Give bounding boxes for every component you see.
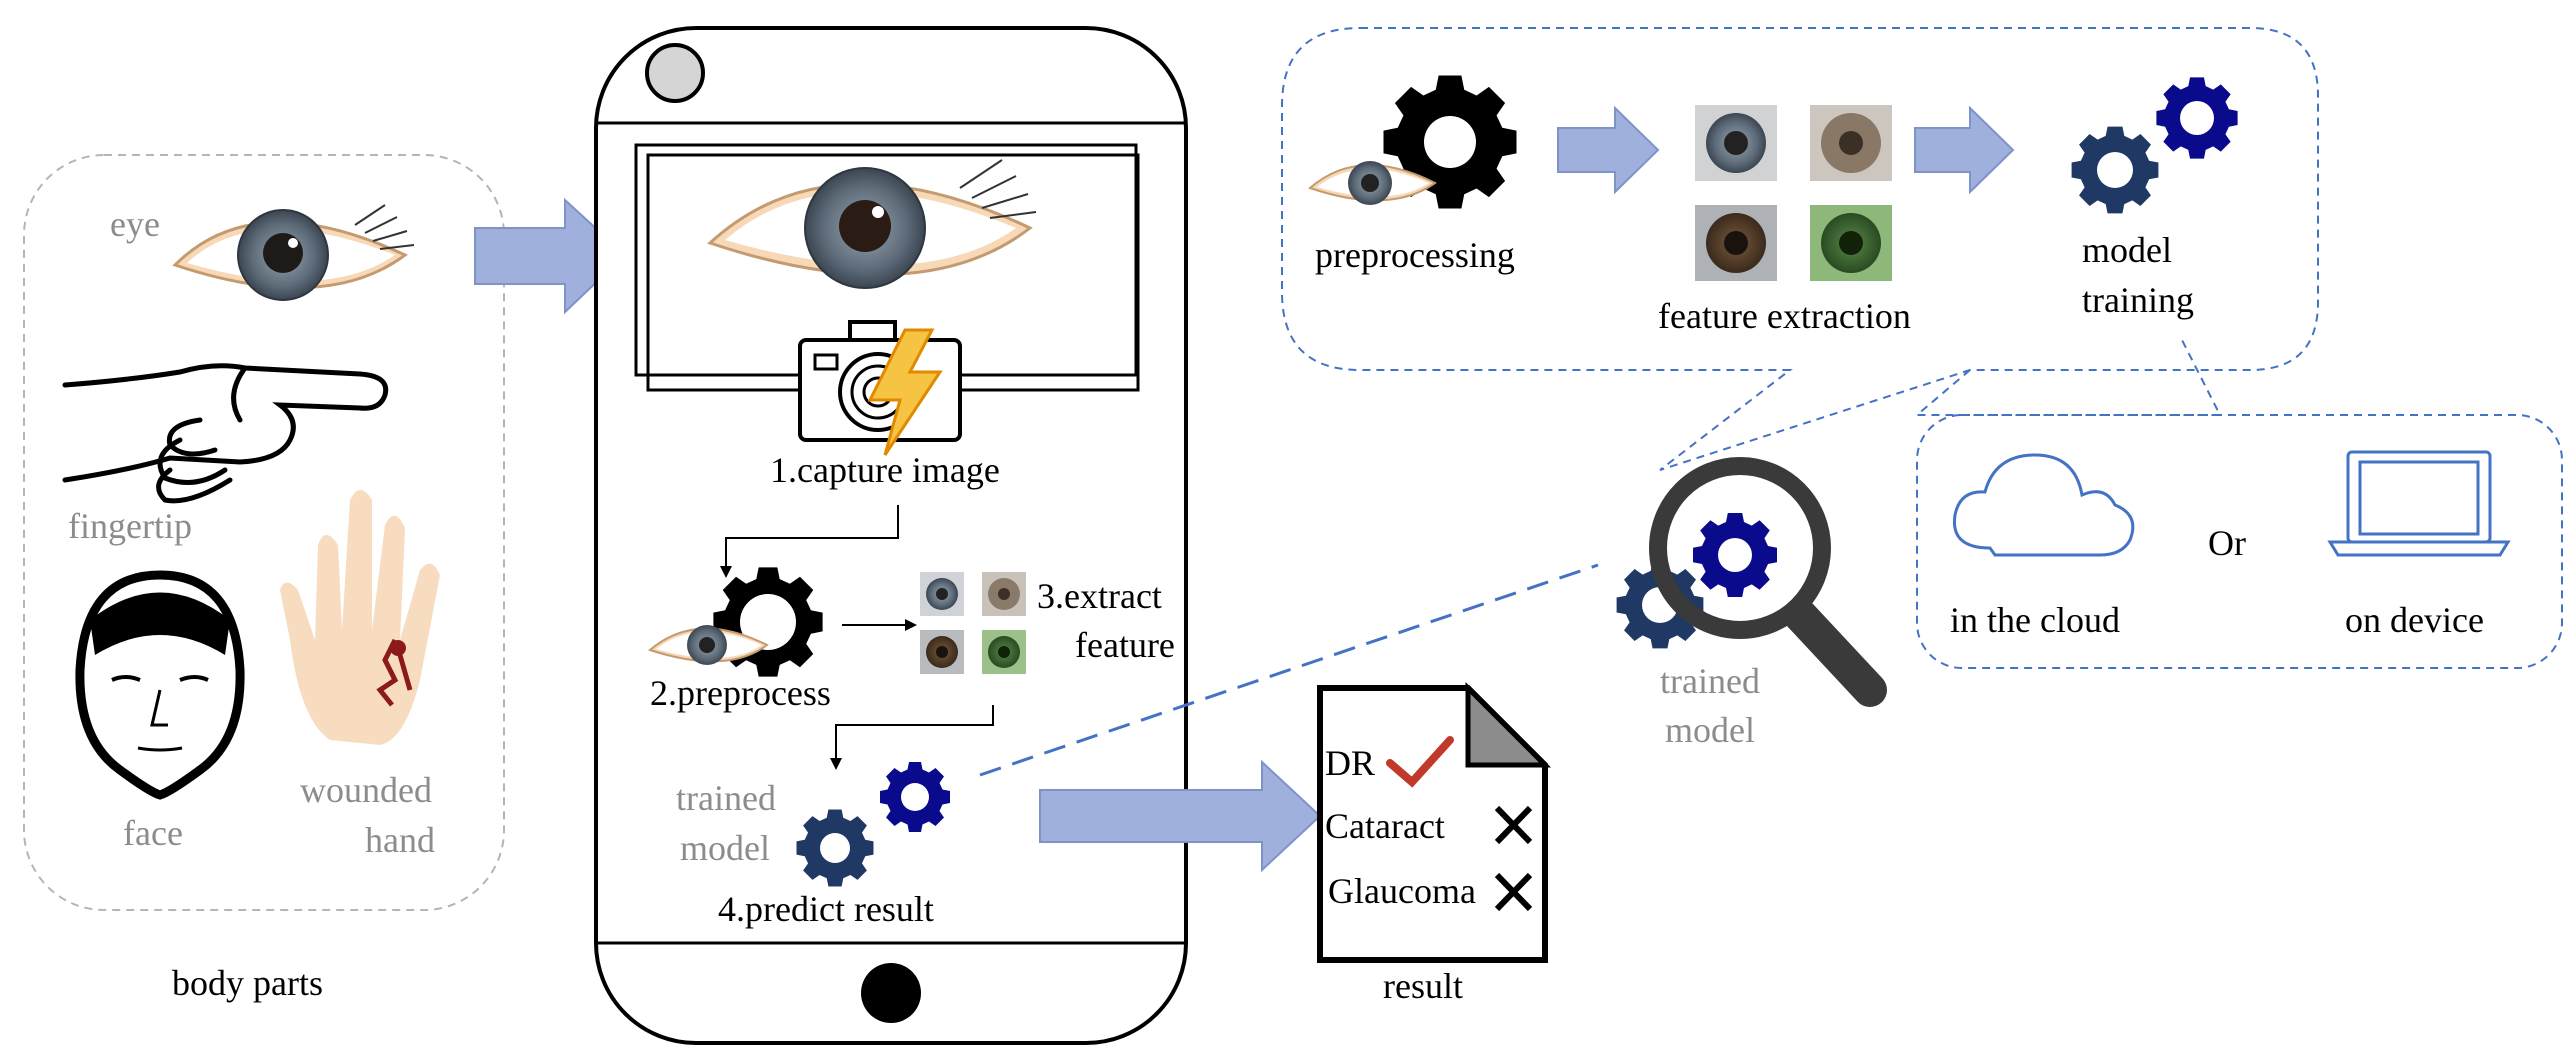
deploy-dashed-line	[979, 563, 1599, 777]
result-cataract-label: Cataract	[1325, 806, 1445, 846]
result-dr-label: DR	[1325, 743, 1375, 783]
phone-model-label: model	[680, 828, 770, 868]
pointing-hand-icon	[62, 363, 389, 504]
fingertip-label: fingertip	[68, 506, 192, 546]
result-glaucoma-label: Glaucoma	[1328, 871, 1476, 911]
phone-feature-images	[920, 572, 1026, 674]
arrow-to-feature-extraction	[1557, 105, 1660, 195]
face-icon	[75, 570, 245, 800]
deployment-box: in the cloud Or on device	[1914, 339, 2563, 669]
phone-eye-illustration	[707, 159, 1037, 289]
device-label: on device	[2345, 600, 2484, 640]
connector-capture-preprocess	[725, 505, 899, 568]
preprocessing-eye-icon	[1308, 161, 1437, 205]
smartphone: 1.capture image 2.preprocess 3.ext	[594, 26, 1188, 1045]
body-parts-caption: body parts	[172, 963, 323, 1003]
phone-frame	[594, 26, 1188, 1045]
laptop-icon	[2327, 450, 2511, 557]
step-preprocess-label: 2.preprocess	[650, 673, 831, 713]
feature-extraction-label: feature extraction	[1658, 296, 1911, 336]
cross-icon	[1494, 872, 1533, 912]
result-caption: result	[1383, 966, 1463, 1006]
model-training-line1: model	[2082, 230, 2172, 270]
trained-model-magnifier: trained model	[1616, 457, 1887, 750]
home-button[interactable]	[861, 963, 921, 1023]
step-capture-label: 1.capture image	[770, 450, 1000, 490]
eye-label: eye	[110, 204, 160, 244]
step-extract-line2: feature	[1075, 625, 1175, 665]
wounded-hand-icon	[280, 490, 440, 745]
cross-icon	[1494, 805, 1533, 845]
center-model-label: model	[1665, 710, 1755, 750]
magnifier-icon	[1649, 457, 1831, 639]
step-extract-line1: 3.extract	[1037, 576, 1162, 616]
eye-illustration	[172, 204, 415, 301]
wounded-label: wounded	[300, 770, 432, 810]
preprocess-eye-icon	[647, 625, 769, 665]
center-trained-label: trained	[1660, 661, 1760, 701]
arrow-to-model-training	[1914, 105, 2015, 195]
deployment-border	[1916, 414, 2563, 669]
face-label: face	[123, 813, 183, 853]
body-parts-panel: eye fingertip face wounded hand	[23, 154, 505, 911]
phone-trained-label: trained	[676, 778, 776, 818]
preprocessing-label: preprocessing	[1315, 235, 1515, 275]
arrow-to-result	[1039, 759, 1322, 873]
cloud-label: in the cloud	[1950, 600, 2120, 640]
step-predict-label: 4.predict result	[718, 889, 934, 929]
feature-extraction-images	[1695, 105, 1892, 281]
check-icon	[1386, 736, 1454, 788]
connector-extract-predict	[835, 705, 994, 760]
or-label: Or	[2208, 523, 2246, 563]
arrow-to-features	[905, 619, 917, 631]
camera-flash-icon	[798, 320, 962, 456]
result-document: DR Cataract Glaucoma	[1317, 681, 1552, 963]
model-training-line2: training	[2082, 280, 2194, 320]
cloud-icon	[1952, 453, 2135, 557]
training-bubble: preprocessing feature extraction model t…	[1281, 27, 2319, 471]
body-parts-border	[23, 154, 505, 911]
hand-label: hand	[365, 820, 435, 860]
front-camera-icon	[645, 43, 705, 103]
